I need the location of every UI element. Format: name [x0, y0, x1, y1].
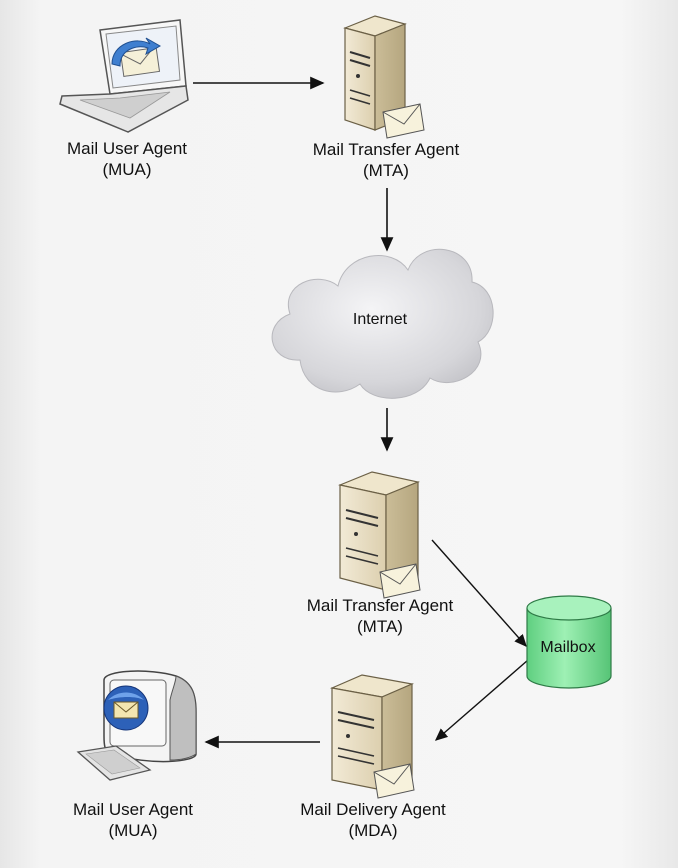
- edge-mailbox-to-mda: [434, 659, 529, 741]
- server-icon: [337, 471, 421, 591]
- mta-receiver-label: Mail Transfer Agent (MTA): [307, 595, 453, 637]
- mua-sender-abbr: (MUA): [102, 160, 152, 179]
- laptop-icon: [59, 19, 189, 133]
- edge-mta-to-mailbox: [431, 539, 527, 648]
- mta-receiver-name: Mail Transfer Agent: [306, 596, 454, 615]
- mta-receiver-abbr: (MTA): [357, 617, 403, 636]
- mua-receiver-abbr: (MUA): [108, 821, 158, 840]
- server-icon: [329, 674, 415, 791]
- mailbox-cylinder-icon: [526, 595, 612, 689]
- envelope-icon: [373, 763, 415, 799]
- envelope-icon: [379, 563, 421, 599]
- mta-sender-label: Mail Transfer Agent (MTA): [313, 139, 459, 181]
- mda-label: Mail Delivery Agent (MDA): [300, 799, 446, 841]
- envelope-icon: [382, 103, 425, 139]
- mua-receiver-name: Mail User Agent: [73, 800, 193, 819]
- server-icon: [343, 15, 407, 131]
- mailbox-label: Mailbox: [540, 639, 596, 656]
- mda-abbr: (MDA): [348, 821, 398, 840]
- internet-label: Internet: [352, 311, 408, 328]
- cloud-icon: [271, 248, 494, 399]
- mta-sender-name: Mail Transfer Agent: [312, 140, 460, 159]
- desktop-computer-icon: [76, 670, 197, 781]
- mua-sender-label: Mail User Agent (MUA): [67, 138, 187, 180]
- mua-sender-name: Mail User Agent: [67, 139, 187, 158]
- mda-name: Mail Delivery Agent: [300, 800, 446, 819]
- mua-receiver-label: Mail User Agent (MUA): [73, 799, 193, 841]
- mta-sender-abbr: (MTA): [363, 161, 409, 180]
